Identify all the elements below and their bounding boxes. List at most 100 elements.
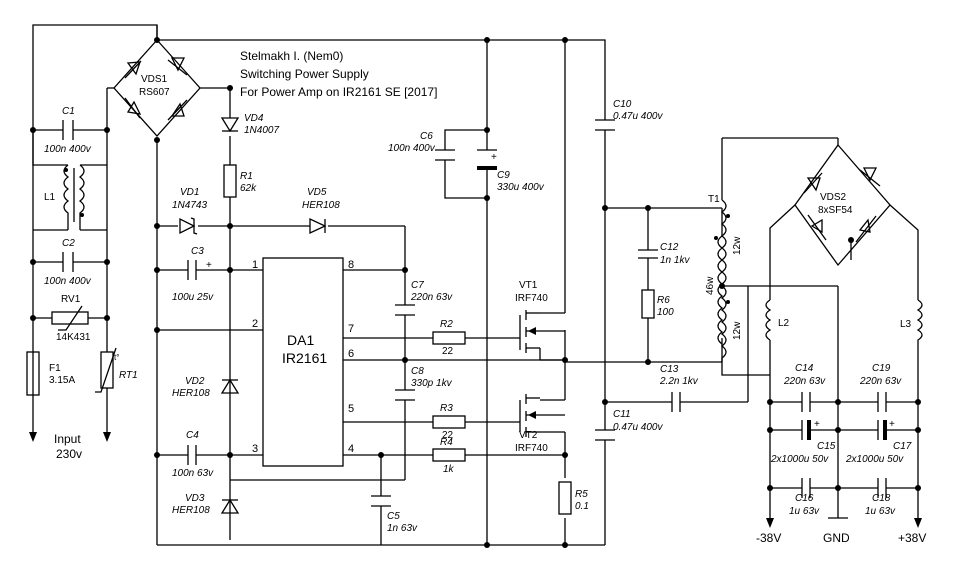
- capacitor-c6: [435, 149, 455, 161]
- c7-ref: C7: [411, 280, 424, 291]
- capacitor-c13: [671, 392, 681, 412]
- vt1-part: IRF740: [515, 293, 548, 304]
- c18-value: 1u 63v: [865, 506, 896, 517]
- rv1-part: 14K431: [56, 332, 91, 343]
- vd3-part: HER108: [172, 505, 210, 516]
- r3-value: 22: [442, 430, 454, 441]
- vt1-ref: VT1: [519, 280, 538, 291]
- capacitor-c11: [595, 429, 615, 441]
- capacitor-c5: [371, 495, 391, 507]
- ic-pin-2: 2: [252, 318, 258, 330]
- c19-value: 220n 63v: [859, 376, 902, 387]
- vd5-ref: VD5: [307, 187, 327, 198]
- resistor-r2: [432, 331, 466, 345]
- ic-pin-6: 6: [348, 348, 354, 360]
- capacitor-c14: [801, 392, 811, 412]
- c10-ref: C10: [613, 99, 632, 110]
- r1-ref: R1: [240, 171, 253, 182]
- ic-part-label: IR2161: [282, 350, 327, 366]
- c11-value: 0.47u 400v: [613, 422, 663, 433]
- r1-value: 62k: [240, 183, 257, 194]
- vds1-part: RS607: [139, 87, 170, 98]
- r3-ref: R3: [440, 403, 453, 414]
- c1-value: 100n 400v: [44, 144, 92, 155]
- c15-plus: +: [814, 419, 820, 430]
- c17-plus: +: [889, 419, 895, 430]
- l1-ref: L1: [44, 192, 56, 203]
- bridge-rectifier-vds1: [113, 39, 201, 137]
- c16-value: 1u 63v: [789, 506, 820, 517]
- output-gnd-label: GND: [823, 531, 850, 545]
- c10-value: 0.47u 400v: [613, 111, 663, 122]
- ic-ref-label: DA1: [287, 332, 314, 348]
- f1-value: 3.15A: [49, 375, 75, 386]
- inductor-l2: [765, 299, 772, 341]
- c9-ref: C9: [497, 170, 510, 181]
- title-line-2: Switching Power Supply: [240, 67, 369, 81]
- c7-value: 220n 63v: [410, 292, 453, 303]
- input-terminal-arrows: [29, 432, 111, 442]
- c1-ref: C1: [62, 106, 75, 117]
- junction-dots: [30, 37, 921, 548]
- diode-vd3: [220, 498, 240, 514]
- capacitor-c9: [477, 149, 497, 170]
- t1-secondary-turns-a: 12w: [732, 236, 743, 255]
- l3-ref: L3: [900, 319, 912, 330]
- r6-ref: R6: [657, 295, 670, 306]
- vd1-part: 1N4743: [172, 200, 207, 211]
- vd3-ref: VD3: [185, 493, 205, 504]
- c9-plus: +: [491, 152, 497, 163]
- vds2-ref: VDS2: [820, 192, 847, 203]
- r4-ref: R4: [440, 437, 453, 448]
- resistor-r5: [558, 481, 572, 515]
- transformer-t1: [714, 199, 730, 368]
- c8-value: 330p 1kv: [411, 378, 453, 389]
- ic-pin-5: 5: [348, 403, 354, 415]
- capacitor-c1: [62, 120, 74, 140]
- c8-ref: C8: [411, 366, 424, 377]
- c5-value: 1n 63v: [387, 523, 418, 534]
- input-voltage: 230v: [56, 447, 82, 461]
- bridge-rectifier-vds2: [794, 144, 891, 267]
- input-label: Input: [54, 432, 81, 446]
- capacitor-c4: [187, 445, 197, 465]
- choke-l1: [63, 164, 85, 230]
- mosfet-vt1: [519, 310, 565, 360]
- diode-vd2: [220, 378, 240, 394]
- resistor-r6: [641, 289, 655, 319]
- r2-ref: R2: [440, 319, 453, 330]
- c2-value: 100n 400v: [44, 276, 92, 287]
- capacitor-c17: [877, 420, 887, 440]
- diode-vd4: [220, 117, 240, 133]
- ic-pin-8: 8: [348, 259, 354, 271]
- c17-ref: C17: [893, 441, 912, 452]
- capacitor-c7: [395, 304, 415, 316]
- t1-secondary-turns-b: 12w: [732, 321, 743, 340]
- vd4-ref: VD4: [244, 113, 264, 124]
- r5-value: 0.1: [575, 501, 589, 512]
- capacitor-c15: [801, 420, 811, 440]
- fuse-f1: [26, 351, 40, 396]
- ic-pin-1: 1: [252, 259, 258, 271]
- f1-ref: F1: [49, 363, 61, 374]
- varistor-rv1: [51, 305, 89, 331]
- title-line-1: Stelmakh I. (Nem0): [240, 49, 343, 63]
- mosfet-vt2: [519, 394, 565, 437]
- output-pos-label: +38V: [898, 531, 926, 545]
- ic-pin-7: 7: [348, 323, 354, 335]
- rt1-temp-symbol: t°: [114, 353, 119, 362]
- capacitor-c18: [877, 478, 887, 498]
- c4-ref: C4: [186, 430, 199, 441]
- r5-ref: R5: [575, 489, 588, 500]
- r6-value: 100: [657, 307, 674, 318]
- vt2-part: IRF740: [515, 443, 548, 454]
- r4-value: 1k: [443, 464, 455, 475]
- vt2-ref: VT2: [519, 430, 538, 441]
- c3-value: 100u 25v: [172, 292, 214, 303]
- c3-plus: +: [206, 260, 212, 271]
- c6-ref: C6: [420, 131, 433, 142]
- vd5-part: HER108: [302, 200, 340, 211]
- capacitor-c16: [801, 478, 811, 498]
- c4-value: 100n 63v: [172, 468, 214, 479]
